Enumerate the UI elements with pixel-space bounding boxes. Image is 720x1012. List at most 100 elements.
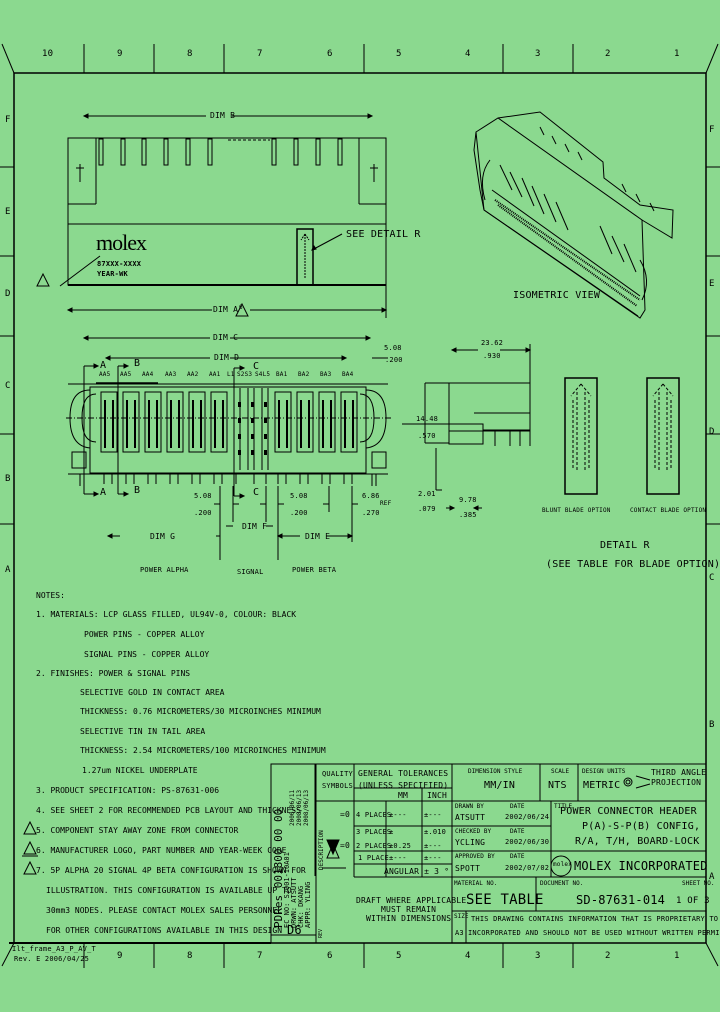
title-line: R/A, T/H, BOARD-LOCK [575, 836, 700, 847]
tolerances-title: GENERAL TOLERANCES (UNLESS SPECIFIED) [358, 769, 449, 790]
group-power-beta: POWER BETA [292, 566, 337, 574]
section-b-top: B [134, 358, 141, 369]
revision-appr: APPR: YLING [304, 881, 312, 928]
tol-inch: ±--- [424, 854, 442, 862]
zone-label: 5 [396, 951, 402, 961]
scale: NTS [548, 780, 567, 791]
tol-mm: ±--- [389, 854, 407, 862]
row-label: D [5, 289, 11, 299]
pin-label: AA5 [120, 371, 132, 378]
tol-inch: ±--- [424, 842, 442, 850]
quality-symbol-1: =0 [340, 810, 351, 819]
pin-label: AA3 [165, 371, 177, 378]
dim-a-label: DIM A [213, 305, 239, 314]
dim-tail-bot: .385 [459, 511, 477, 519]
rev-label: REV [318, 928, 324, 938]
design-units: METRIC [583, 780, 621, 791]
group-signal: SIGNAL [237, 568, 264, 576]
pin-label: AA4 [142, 371, 154, 378]
zone-label: 2 [605, 951, 611, 961]
pin-label: L1 [227, 371, 235, 378]
scale-label: SCALE [551, 768, 570, 775]
tol-mm: ±--- [389, 811, 407, 819]
quality-symbol-2: =0 [340, 841, 351, 850]
note-line: POWER PINS - COPPER ALLOY [84, 630, 205, 639]
row-label: C [709, 573, 715, 583]
revision-date: 2006/06/11 [289, 789, 296, 826]
date-label: DATE [510, 828, 525, 835]
tol-places: 4 PLACES [356, 811, 392, 819]
dim-right-ref: REF [380, 500, 392, 507]
dim-g-label: DIM G [150, 532, 176, 541]
zone-label: 6 [327, 951, 333, 961]
sheet-no: 1 OF 3 [676, 896, 710, 906]
zone-label: 9 [117, 49, 123, 59]
note-line: SELECTIVE GOLD IN CONTACT AREA [80, 688, 225, 697]
form-id: Ilt_frame_A3_P_AV_T [12, 945, 96, 953]
dim-right-bot: .270 [362, 509, 380, 517]
dim-pin-top: 2.01 [418, 490, 436, 498]
document-no: SD-87631-014 [576, 893, 666, 907]
tol-mm: ±0.25 [389, 842, 412, 850]
zone-label: 1 [674, 951, 680, 961]
pin-label: S2S3 [237, 371, 253, 378]
material-no: SEE TABLE [466, 892, 544, 908]
checked-by-label: CHECKED BY [455, 828, 492, 835]
row-label: B [5, 474, 11, 484]
date-label: DATE [510, 803, 525, 810]
note-line: THICKNESS: 0.76 MICROMETERS/30 MICROINCH… [80, 707, 321, 716]
zone-label: 3 [535, 951, 541, 961]
part-marking: 87XXX-XXXX [97, 260, 142, 268]
row-label: D [709, 427, 715, 437]
description-label: DESCRIPTION [318, 830, 325, 870]
zone-label: 7 [257, 49, 263, 59]
size-label: SIZE [454, 913, 469, 920]
notes-heading: NOTES: [36, 591, 65, 600]
note-line: 4. SEE SHEET 2 FOR RECOMMENDED PCB LAYOU… [36, 806, 301, 815]
note-flag: 6 [239, 304, 243, 311]
tol-inch: ±--- [424, 811, 442, 819]
note-line: ILLUSTRATION. THIS CONFIGURATION IS AVAI… [46, 886, 292, 895]
zone-label: 8 [187, 951, 193, 961]
blade-option-2: CONTACT BLADE OPTION [630, 507, 707, 514]
section-c-bottom: C [253, 487, 260, 498]
note-line: 3. PRODUCT SPECIFICATION: PS-87631-006 [36, 786, 220, 795]
title-line: POWER CONNECTOR HEADER [560, 806, 697, 817]
dimension-style: MM/IN [484, 780, 516, 791]
tol-places: 2 PLACES [356, 842, 392, 850]
drawn-by: ATSUTT [455, 813, 486, 822]
draft-note: WITHIN DIMENSIONS [366, 914, 452, 923]
tol-inch: ±.010 [424, 828, 447, 836]
dim-offset-top: 5.08 [384, 344, 402, 352]
dim-height-top: 14.48 [416, 415, 439, 423]
note-line: THICKNESS: 2.54 MICROMETERS/100 MICROINC… [80, 746, 326, 755]
section-a-top: A [100, 360, 107, 371]
pin-label: AA5 [99, 371, 111, 378]
angular-tolerance: ANGULAR ± 3 ° [384, 867, 450, 876]
note-line: SIGNAL PINS - COPPER ALLOY [84, 650, 210, 659]
zone-label: 2 [605, 49, 611, 59]
date-label: DATE [510, 853, 525, 860]
zone-label: 5 [396, 49, 402, 59]
checked-date: 2002/06/30 [505, 838, 550, 846]
zone-label: 3 [535, 49, 541, 59]
sheet-no-label: SHEET NO. [682, 880, 715, 887]
section-a-bottom: A [100, 487, 107, 498]
row-label: B [709, 720, 715, 730]
company-name: MOLEX INCORPORATED [574, 859, 708, 873]
approved-by: SPOTT [455, 864, 481, 873]
zone-label: 8 [187, 49, 193, 59]
title-label: TITLE [554, 803, 573, 810]
dim-offset-bot: .200 [385, 356, 403, 364]
tol-places: 1 PLACE [358, 854, 389, 862]
zone-label: 4 [465, 951, 471, 961]
drawn-by-label: DRAWN BY [455, 803, 484, 810]
design-units-label: DESIGN UNITS [582, 768, 626, 775]
molex-logo: molex [96, 230, 147, 255]
checked-by: YCLING [455, 838, 486, 847]
revision-code: D6 [287, 923, 302, 937]
note-flag-triangles [22, 820, 38, 875]
tolerance-col-inch: INCH [427, 791, 448, 800]
note-line: FOR OTHER CONFIGURATIONS AVAILABLE IN TH… [46, 926, 283, 935]
drawn-date: 2002/06/24 [505, 813, 550, 821]
